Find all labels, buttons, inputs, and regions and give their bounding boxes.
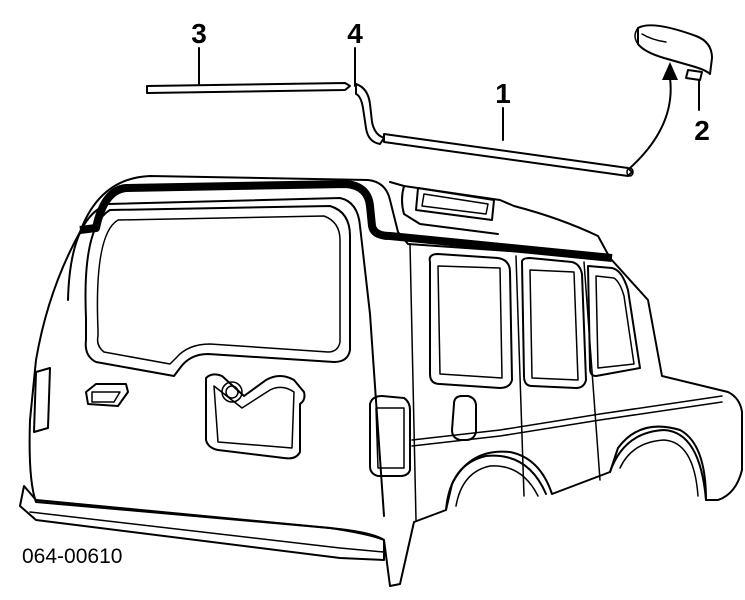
- vehicle-rear-view: [19, 175, 743, 587]
- callout-1: 1: [495, 78, 511, 109]
- part-1-strip: [383, 133, 634, 177]
- callout-2: 2: [694, 115, 710, 146]
- callout-3: 3: [191, 18, 207, 49]
- reference-code: 064-00610: [22, 545, 122, 568]
- part-3-strip: [146, 82, 351, 94]
- part-2-end-cap: [634, 24, 713, 81]
- callout-4: 4: [347, 18, 363, 49]
- part-4-connector: [355, 83, 385, 145]
- direction-arrow: [629, 62, 678, 169]
